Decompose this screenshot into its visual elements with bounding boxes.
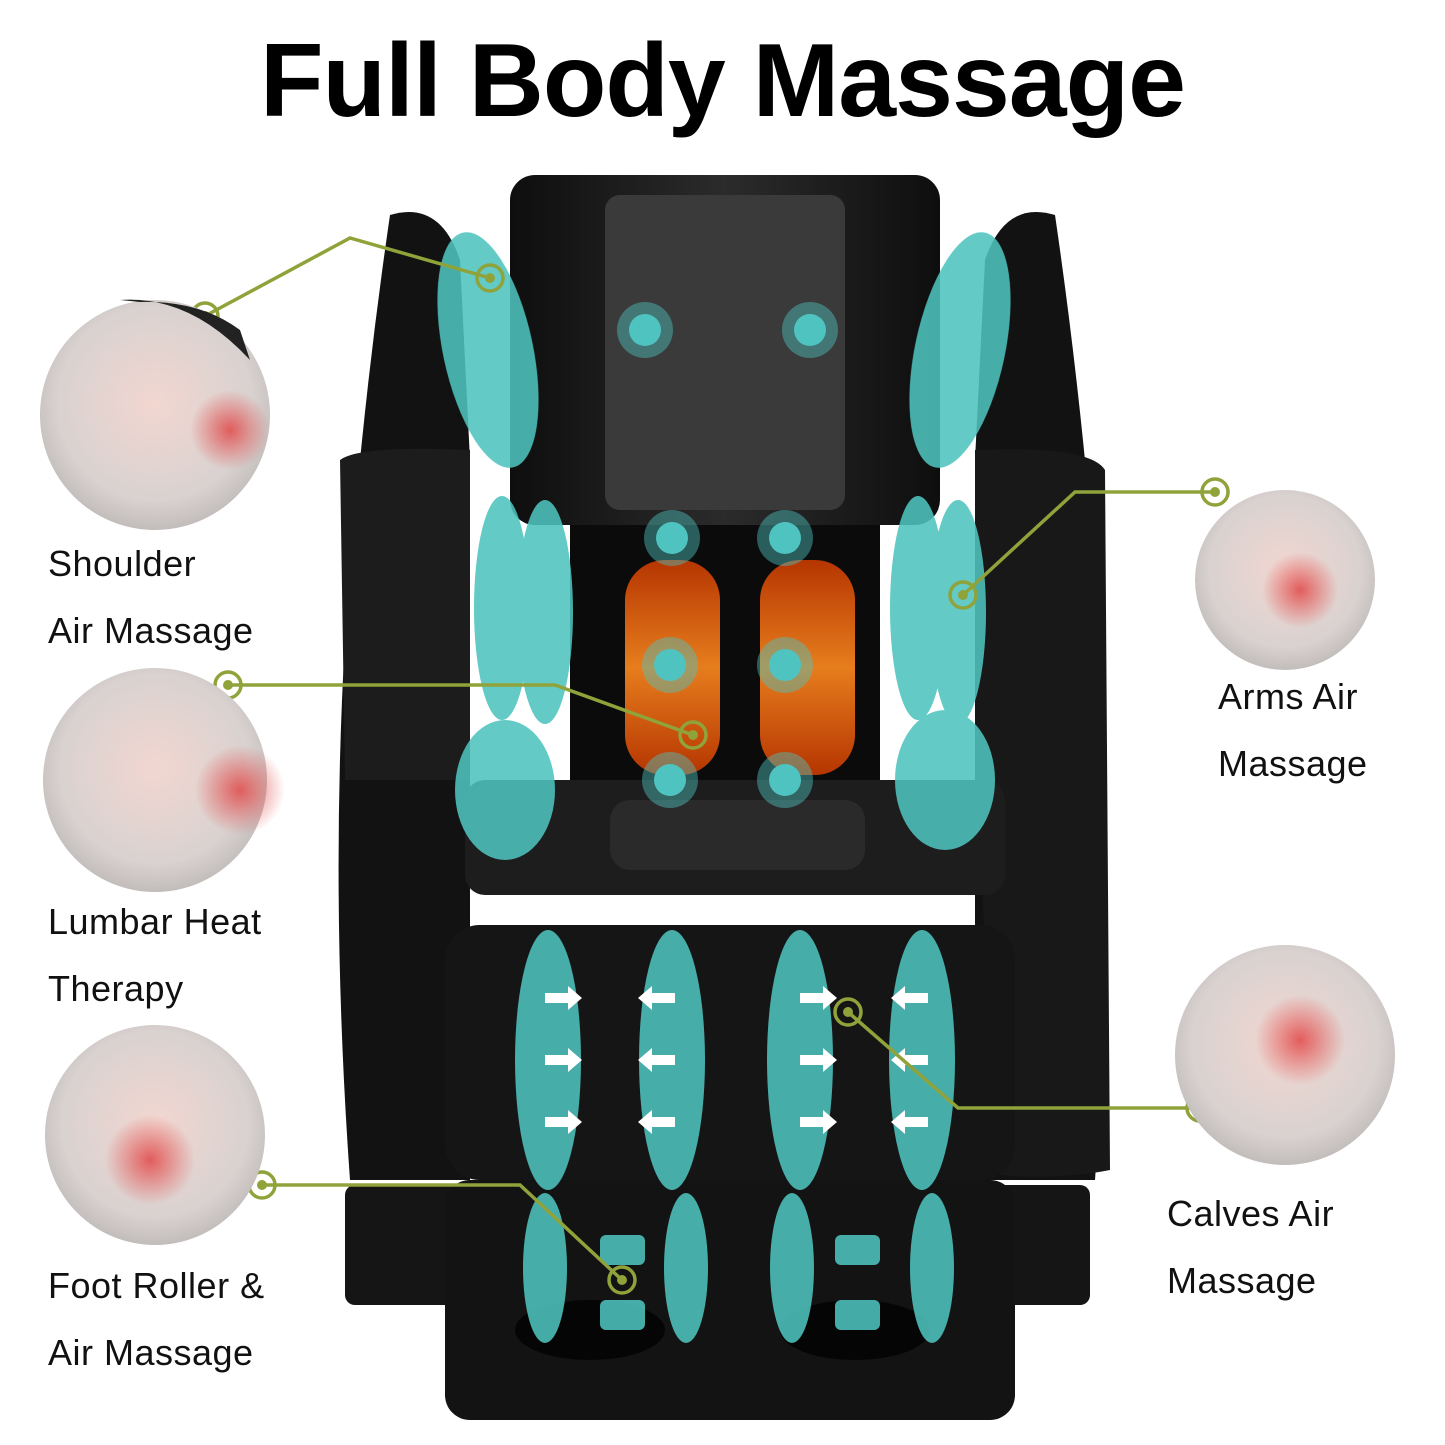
shoulder-label-line1: Shoulder xyxy=(48,543,197,584)
calves-label-line1: Calves Air xyxy=(1167,1193,1335,1234)
lower-back-pain-photo xyxy=(43,668,285,892)
page-title: Full Body Massage xyxy=(260,23,1186,139)
lumbar-label-line1: Lumbar Heat xyxy=(48,901,262,942)
foot-label: Foot Roller & Air Massage xyxy=(48,1252,265,1386)
lumbar-label: Lumbar Heat Therapy xyxy=(48,888,262,1022)
arms-label-line2: Massage xyxy=(1218,743,1368,784)
calf-pain-photo xyxy=(1175,945,1395,1165)
foot-label-line2: Air Massage xyxy=(48,1332,254,1373)
shoulder-label-line2: Air Massage xyxy=(48,610,254,651)
calves-label-line2: Massage xyxy=(1167,1260,1317,1301)
arms-label: Arms Air Massage xyxy=(1218,663,1368,797)
callout-lines xyxy=(204,236,1215,1282)
arm-pain-photo xyxy=(1195,490,1375,670)
calves-label: Calves Air Massage xyxy=(1167,1180,1334,1314)
neck-pain-photo xyxy=(40,299,270,530)
shoulder-label: Shoulder Air Massage xyxy=(48,530,254,664)
foot-pain-photo xyxy=(45,1025,265,1245)
massage-nodes xyxy=(617,302,838,808)
arms-label-line1: Arms Air xyxy=(1218,676,1359,717)
air-direction-arrows xyxy=(545,986,928,1134)
lumbar-label-line2: Therapy xyxy=(48,968,184,1009)
foot-label-line1: Foot Roller & xyxy=(48,1265,265,1306)
